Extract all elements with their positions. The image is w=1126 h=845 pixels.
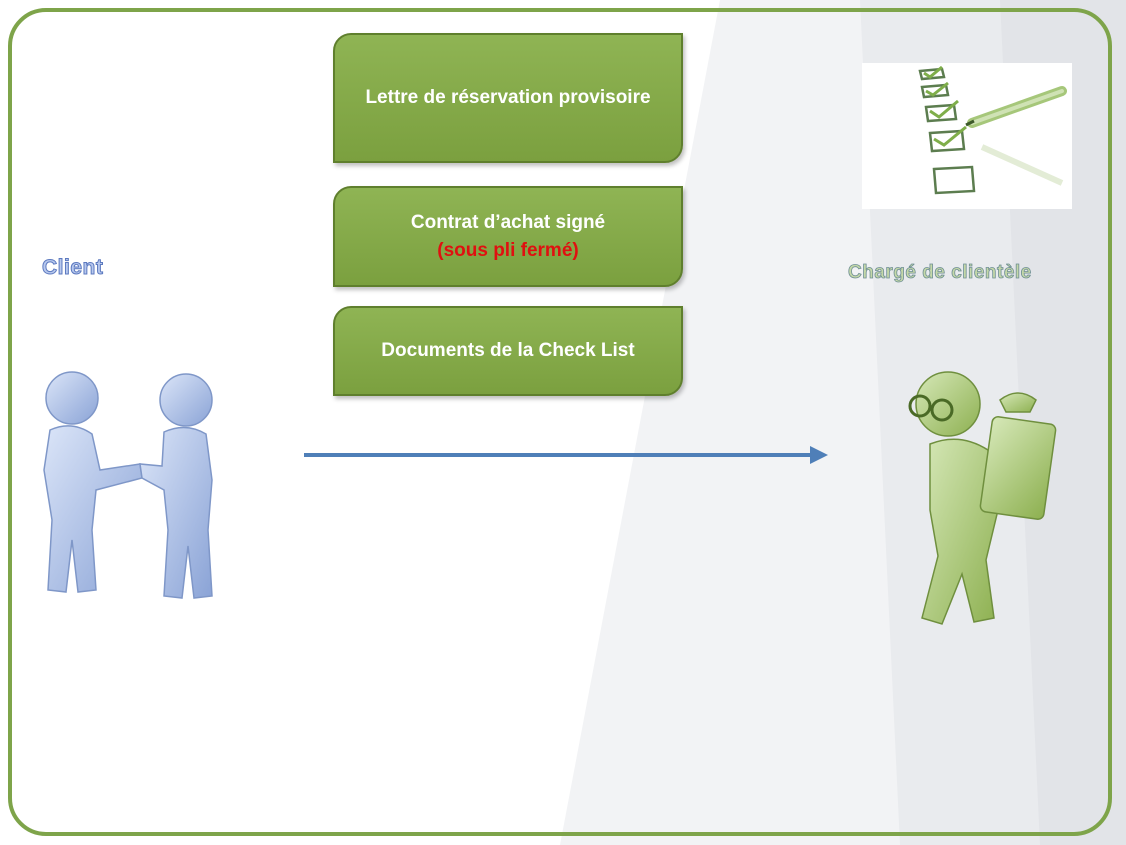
document-box-label: Documents de la Check List	[381, 340, 635, 361]
document-box-signed-contract: Contrat d’achat signé (sous pli fermé)	[333, 186, 683, 287]
checklist-icon	[862, 63, 1072, 209]
document-box-reservation-letter: Lettre de réservation provisoire	[333, 33, 683, 163]
document-box-label: Contrat d’achat signé	[410, 211, 606, 233]
courier-figure-icon	[908, 371, 1057, 625]
handshake-figure-icon	[43, 371, 213, 599]
arrow-right-icon	[304, 446, 828, 464]
document-box-label: Lettre de réservation provisoire	[365, 87, 651, 108]
client-label: Client	[41, 256, 104, 280]
rounded-frame	[8, 8, 1112, 836]
document-box-note: (sous pli fermé)	[437, 239, 579, 261]
agent-label: Chargé de clientèle	[848, 262, 1032, 284]
document-box-check-list: Documents de la Check List	[333, 306, 683, 396]
